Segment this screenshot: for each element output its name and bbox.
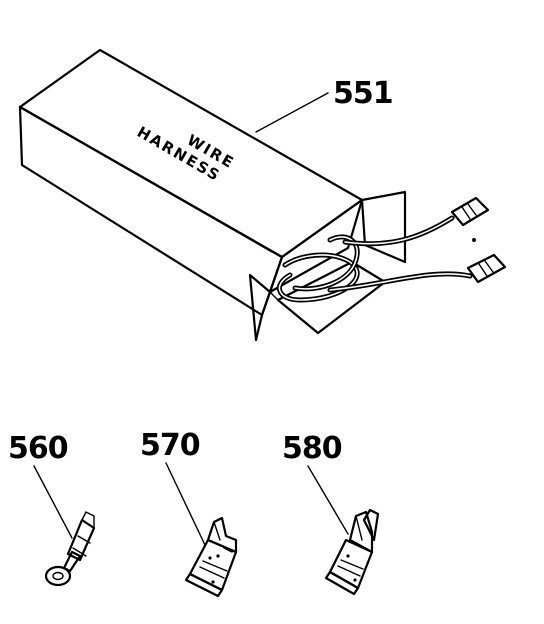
ring-terminal: 560: [8, 431, 96, 587]
wire-harness-package: WIRE HARNESS: [18, 48, 507, 342]
wire-connector-1: [450, 196, 490, 242]
callout-551: 551: [333, 76, 393, 111]
callout-570: 570: [140, 428, 200, 463]
callout-580: 580: [282, 431, 342, 466]
wire-connector-2: [466, 253, 507, 284]
callout-560: 560: [8, 431, 68, 466]
receptacle-terminal: 570: [140, 428, 238, 598]
callout-551-group: 551: [255, 76, 394, 133]
piggyback-terminal: 580: [282, 431, 380, 596]
